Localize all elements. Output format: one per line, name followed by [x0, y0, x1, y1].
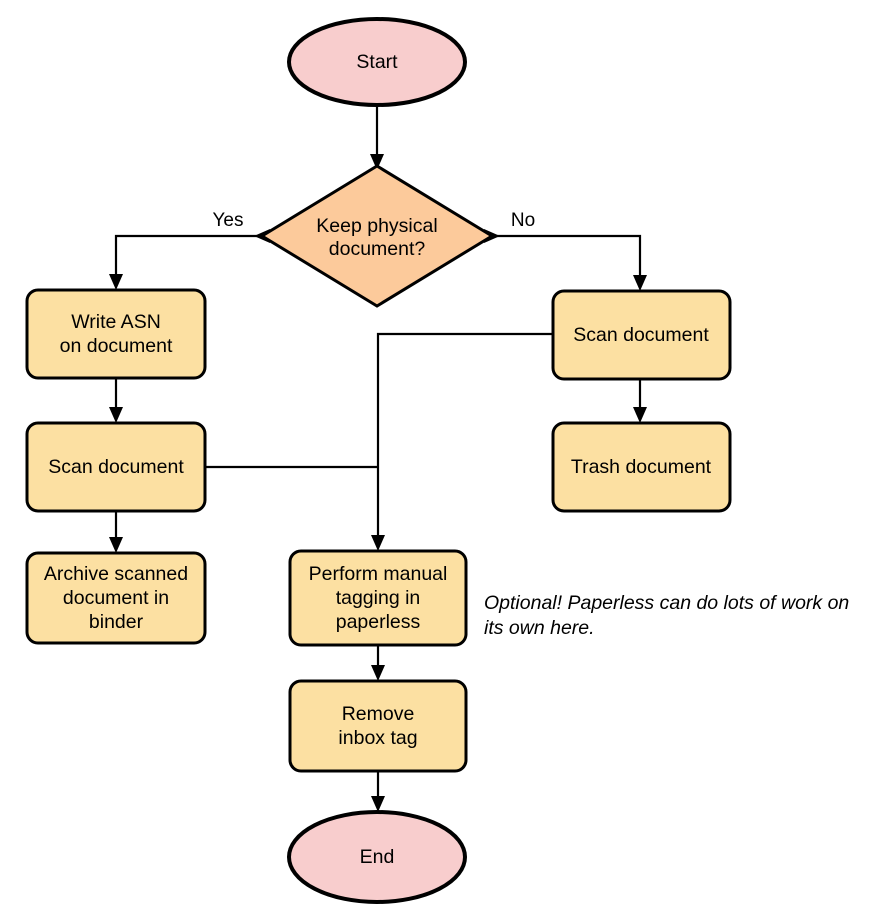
process-box: [25, 421, 207, 513]
arrow-head-icon: [633, 407, 647, 423]
edge-write-asn-to-scan-left: [109, 378, 123, 423]
edge-scan-right-to-trash: [633, 379, 647, 423]
edge-decision-yes: [109, 229, 270, 290]
decision-label-line1: Keep physical: [316, 215, 437, 237]
process-box: [551, 421, 732, 513]
edge-line: [492, 234, 642, 279]
process-box: [288, 549, 468, 647]
edge-line: [114, 234, 262, 278]
manual-tagging-label-line1: Perform manual: [309, 563, 448, 585]
edge-remove-inbox-to-end: [371, 771, 385, 812]
process-box: [25, 288, 207, 380]
node-scan-document-left[interactable]: Scan document: [25, 421, 207, 513]
process-box: [551, 289, 732, 381]
annotation-optional-note: Optional! Paperless can do lots of work …: [484, 592, 849, 639]
scan-left-label: Scan document: [48, 456, 184, 478]
remove-inbox-label-line1: Remove: [342, 703, 415, 725]
optional-note-line2: its own here.: [484, 617, 595, 639]
arrow-head-icon: [109, 537, 123, 553]
trash-label: Trash document: [571, 456, 712, 478]
optional-note-line1: Optional! Paperless can do lots of work …: [484, 592, 849, 614]
edge-scan-right-to-manual: [371, 332, 553, 551]
arrow-head-icon: [109, 407, 123, 423]
edge-manual-to-remove-inbox: [371, 645, 385, 681]
node-trash-document[interactable]: Trash document: [551, 421, 732, 513]
decision-diamond: [259, 164, 495, 308]
edge-label-no: No: [511, 210, 535, 231]
archive-label-line3: binder: [89, 611, 144, 633]
edge-line: [376, 332, 553, 539]
node-decision-keep-physical-document[interactable]: Keep physical document?: [259, 164, 495, 308]
node-scan-document-right[interactable]: Scan document: [551, 289, 732, 381]
archive-label-line2: document in: [63, 587, 169, 609]
arrow-head-icon: [109, 274, 123, 290]
process-box: [25, 551, 207, 645]
edge-scan-left-to-archive: [109, 511, 123, 553]
arrow-head-icon: [370, 154, 384, 170]
edge-decision-no: [484, 229, 647, 291]
node-start[interactable]: Start: [287, 17, 467, 107]
node-perform-manual-tagging[interactable]: Perform manual tagging in paperless: [288, 549, 468, 647]
arrow-head-icon: [371, 796, 385, 812]
write-asn-label-line1: Write ASN: [71, 311, 161, 333]
node-write-asn-on-document[interactable]: Write ASN on document: [25, 288, 207, 380]
start-label: Start: [356, 51, 398, 73]
decision-label-line2: document?: [329, 238, 426, 260]
node-remove-inbox-tag[interactable]: Remove inbox tag: [288, 679, 468, 773]
start-ellipse: [287, 17, 467, 107]
node-archive-scanned-document[interactable]: Archive scanned document in binder: [25, 551, 207, 645]
process-box: [288, 679, 468, 773]
archive-label-line1: Archive scanned: [44, 563, 188, 585]
end-ellipse: [287, 810, 467, 904]
write-asn-label-line2: on document: [60, 335, 173, 357]
arrow-head-icon: [633, 275, 647, 291]
scan-right-label: Scan document: [573, 324, 709, 346]
node-end[interactable]: End: [287, 810, 467, 904]
manual-tagging-label-line2: tagging in: [336, 587, 421, 609]
remove-inbox-label-line2: inbox tag: [338, 727, 417, 749]
arrow-head-icon: [371, 665, 385, 681]
end-label: End: [360, 846, 395, 868]
arrow-head-icon: [371, 535, 385, 551]
edge-start-to-decision: [370, 105, 384, 170]
edge-label-yes: Yes: [213, 210, 244, 231]
manual-tagging-label-line3: paperless: [336, 611, 421, 633]
